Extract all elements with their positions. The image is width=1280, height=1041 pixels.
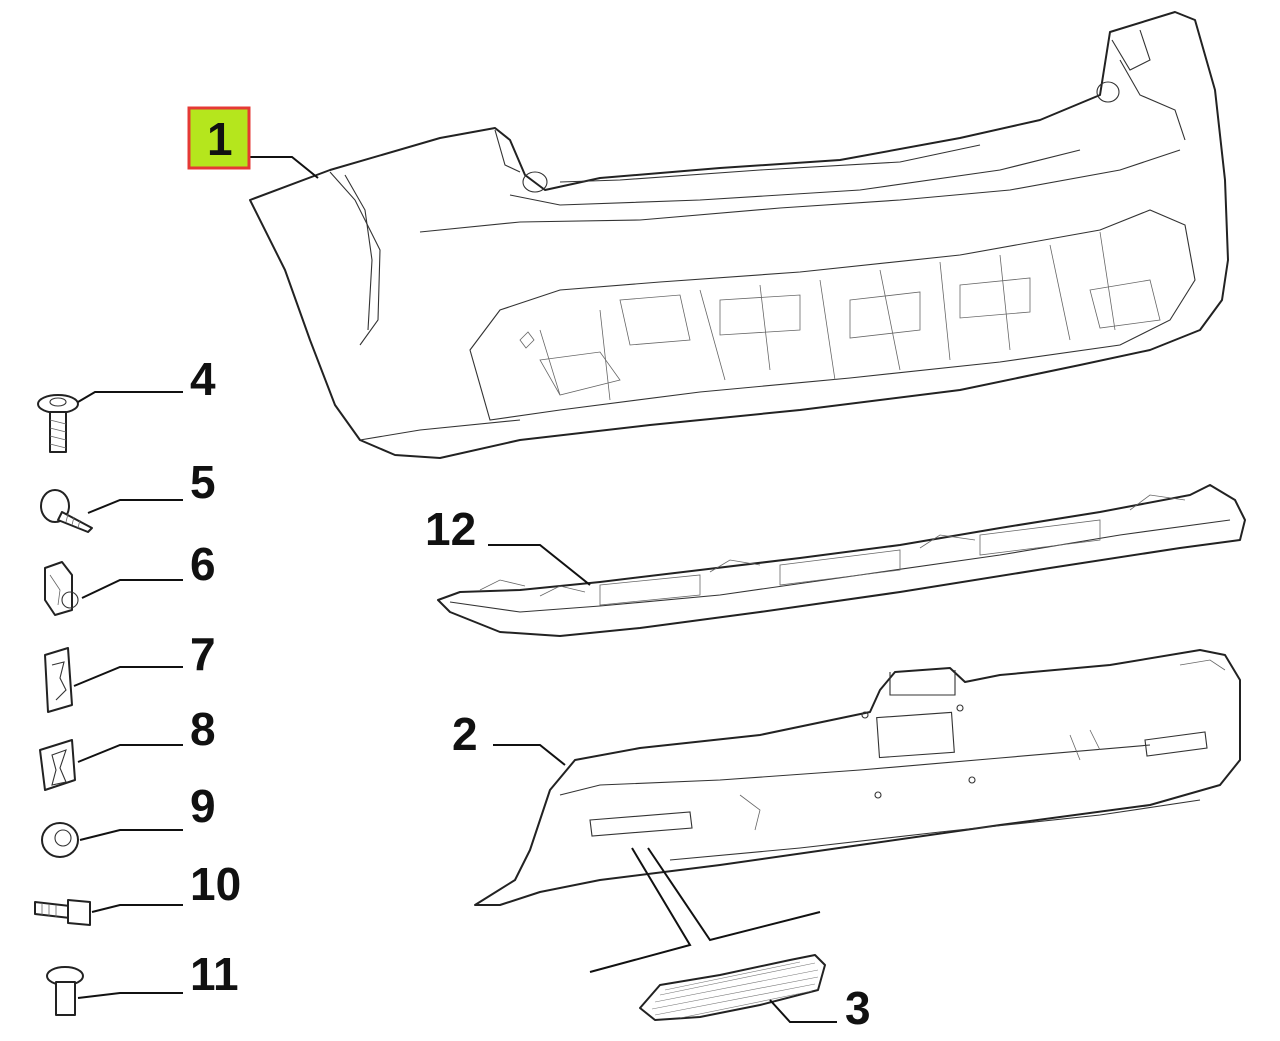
hardware-4-screw[interactable] bbox=[37, 394, 79, 453]
lower-diffuser-panel[interactable] bbox=[474, 649, 1241, 906]
callout-labels: 1 4 5 6 7 8 9 10 11 12 2 3 bbox=[187, 106, 871, 1034]
callout-7: 7 bbox=[190, 628, 216, 680]
hardware-10-bolt[interactable] bbox=[34, 899, 91, 926]
leader-lines bbox=[73, 156, 837, 1023]
callout-4: 4 bbox=[190, 353, 216, 405]
hardware-9-grommet[interactable] bbox=[41, 822, 79, 858]
callout-11: 11 bbox=[190, 948, 239, 1000]
hardware-8-clip[interactable] bbox=[39, 739, 76, 791]
lower-trim-strip[interactable] bbox=[437, 484, 1246, 637]
hardware-11-rivet[interactable] bbox=[46, 966, 84, 1016]
callout-12: 12 bbox=[425, 503, 476, 555]
hardware-7-clip[interactable] bbox=[44, 647, 73, 713]
callout-10: 10 bbox=[190, 858, 241, 910]
callout-6: 6 bbox=[190, 538, 216, 590]
callout-5: 5 bbox=[190, 456, 216, 508]
callout-1-highlight bbox=[187, 106, 251, 170]
callout-9: 9 bbox=[190, 780, 216, 832]
callout-3: 3 bbox=[845, 982, 871, 1034]
callout-2: 2 bbox=[452, 708, 478, 760]
callout-1: 1 bbox=[207, 113, 233, 165]
reflector[interactable] bbox=[639, 954, 826, 1021]
callout-8: 8 bbox=[190, 703, 216, 755]
hardware-6-clip-nut[interactable] bbox=[44, 561, 79, 616]
rear-bumper-cover[interactable] bbox=[249, 11, 1229, 459]
hardware-5-screw[interactable] bbox=[40, 489, 93, 533]
